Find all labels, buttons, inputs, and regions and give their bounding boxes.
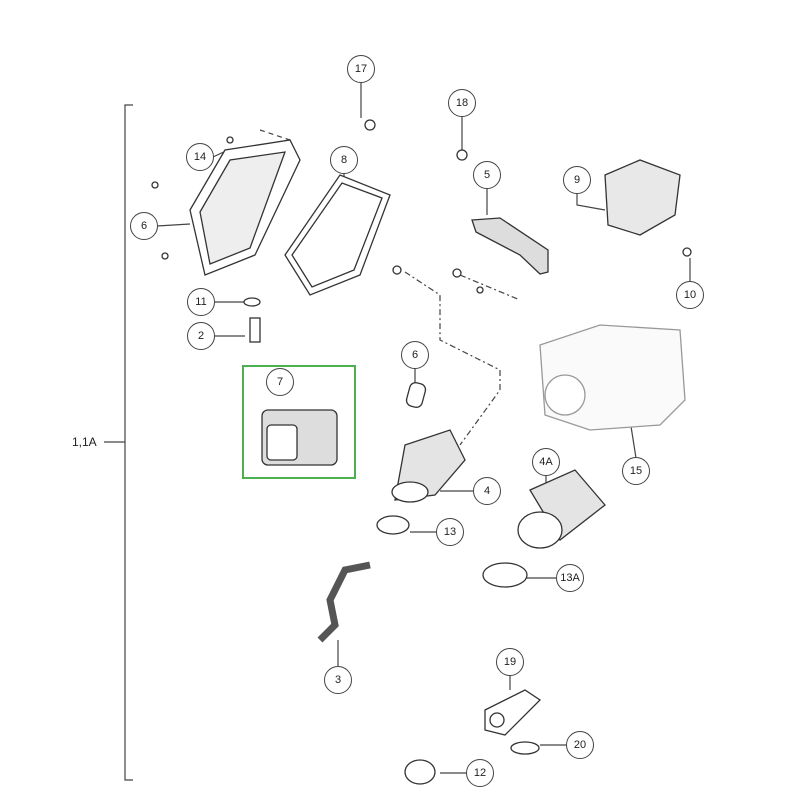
callout-14[interactable]: 14 xyxy=(186,143,214,171)
part-clamp xyxy=(376,515,410,535)
callout-11[interactable]: 11 xyxy=(187,288,215,316)
part-sleeve xyxy=(405,382,427,408)
part-pin xyxy=(249,317,261,343)
highlighted-part-frame xyxy=(242,365,356,479)
callout-6-sleeve[interactable]: 6 xyxy=(401,341,429,369)
callout-19[interactable]: 19 xyxy=(496,648,524,676)
callout-20[interactable]: 20 xyxy=(566,731,594,759)
callout-9[interactable]: 9 xyxy=(563,166,591,194)
assembly-label: 1,1A xyxy=(72,435,97,449)
part-o-ring xyxy=(510,741,540,755)
callout-12[interactable]: 12 xyxy=(466,759,494,787)
callout-18[interactable]: 18 xyxy=(448,89,476,117)
callout-8[interactable]: 8 xyxy=(330,146,358,174)
callout-15[interactable]: 15 xyxy=(622,457,650,485)
callout-10[interactable]: 10 xyxy=(676,281,704,309)
callout-4[interactable]: 4 xyxy=(473,477,501,505)
callout-17[interactable]: 17 xyxy=(347,55,375,83)
part-bracket xyxy=(471,217,549,275)
callout-3[interactable]: 3 xyxy=(324,666,352,694)
callout-7[interactable]: 7 xyxy=(266,368,294,396)
callout-2[interactable]: 2 xyxy=(187,322,215,350)
callout-5[interactable]: 5 xyxy=(473,161,501,189)
part-small-clamp xyxy=(404,759,436,785)
part-hose xyxy=(317,561,371,643)
callout-4a[interactable]: 4A xyxy=(532,448,560,476)
assembly-bracket xyxy=(124,104,133,781)
part-plate xyxy=(484,689,542,736)
callout-6-cover[interactable]: 6 xyxy=(130,212,158,240)
callout-13[interactable]: 13 xyxy=(436,518,464,546)
callout-13a[interactable]: 13A xyxy=(556,564,584,592)
part-boot xyxy=(604,159,681,236)
part-clamp-large xyxy=(482,562,528,588)
